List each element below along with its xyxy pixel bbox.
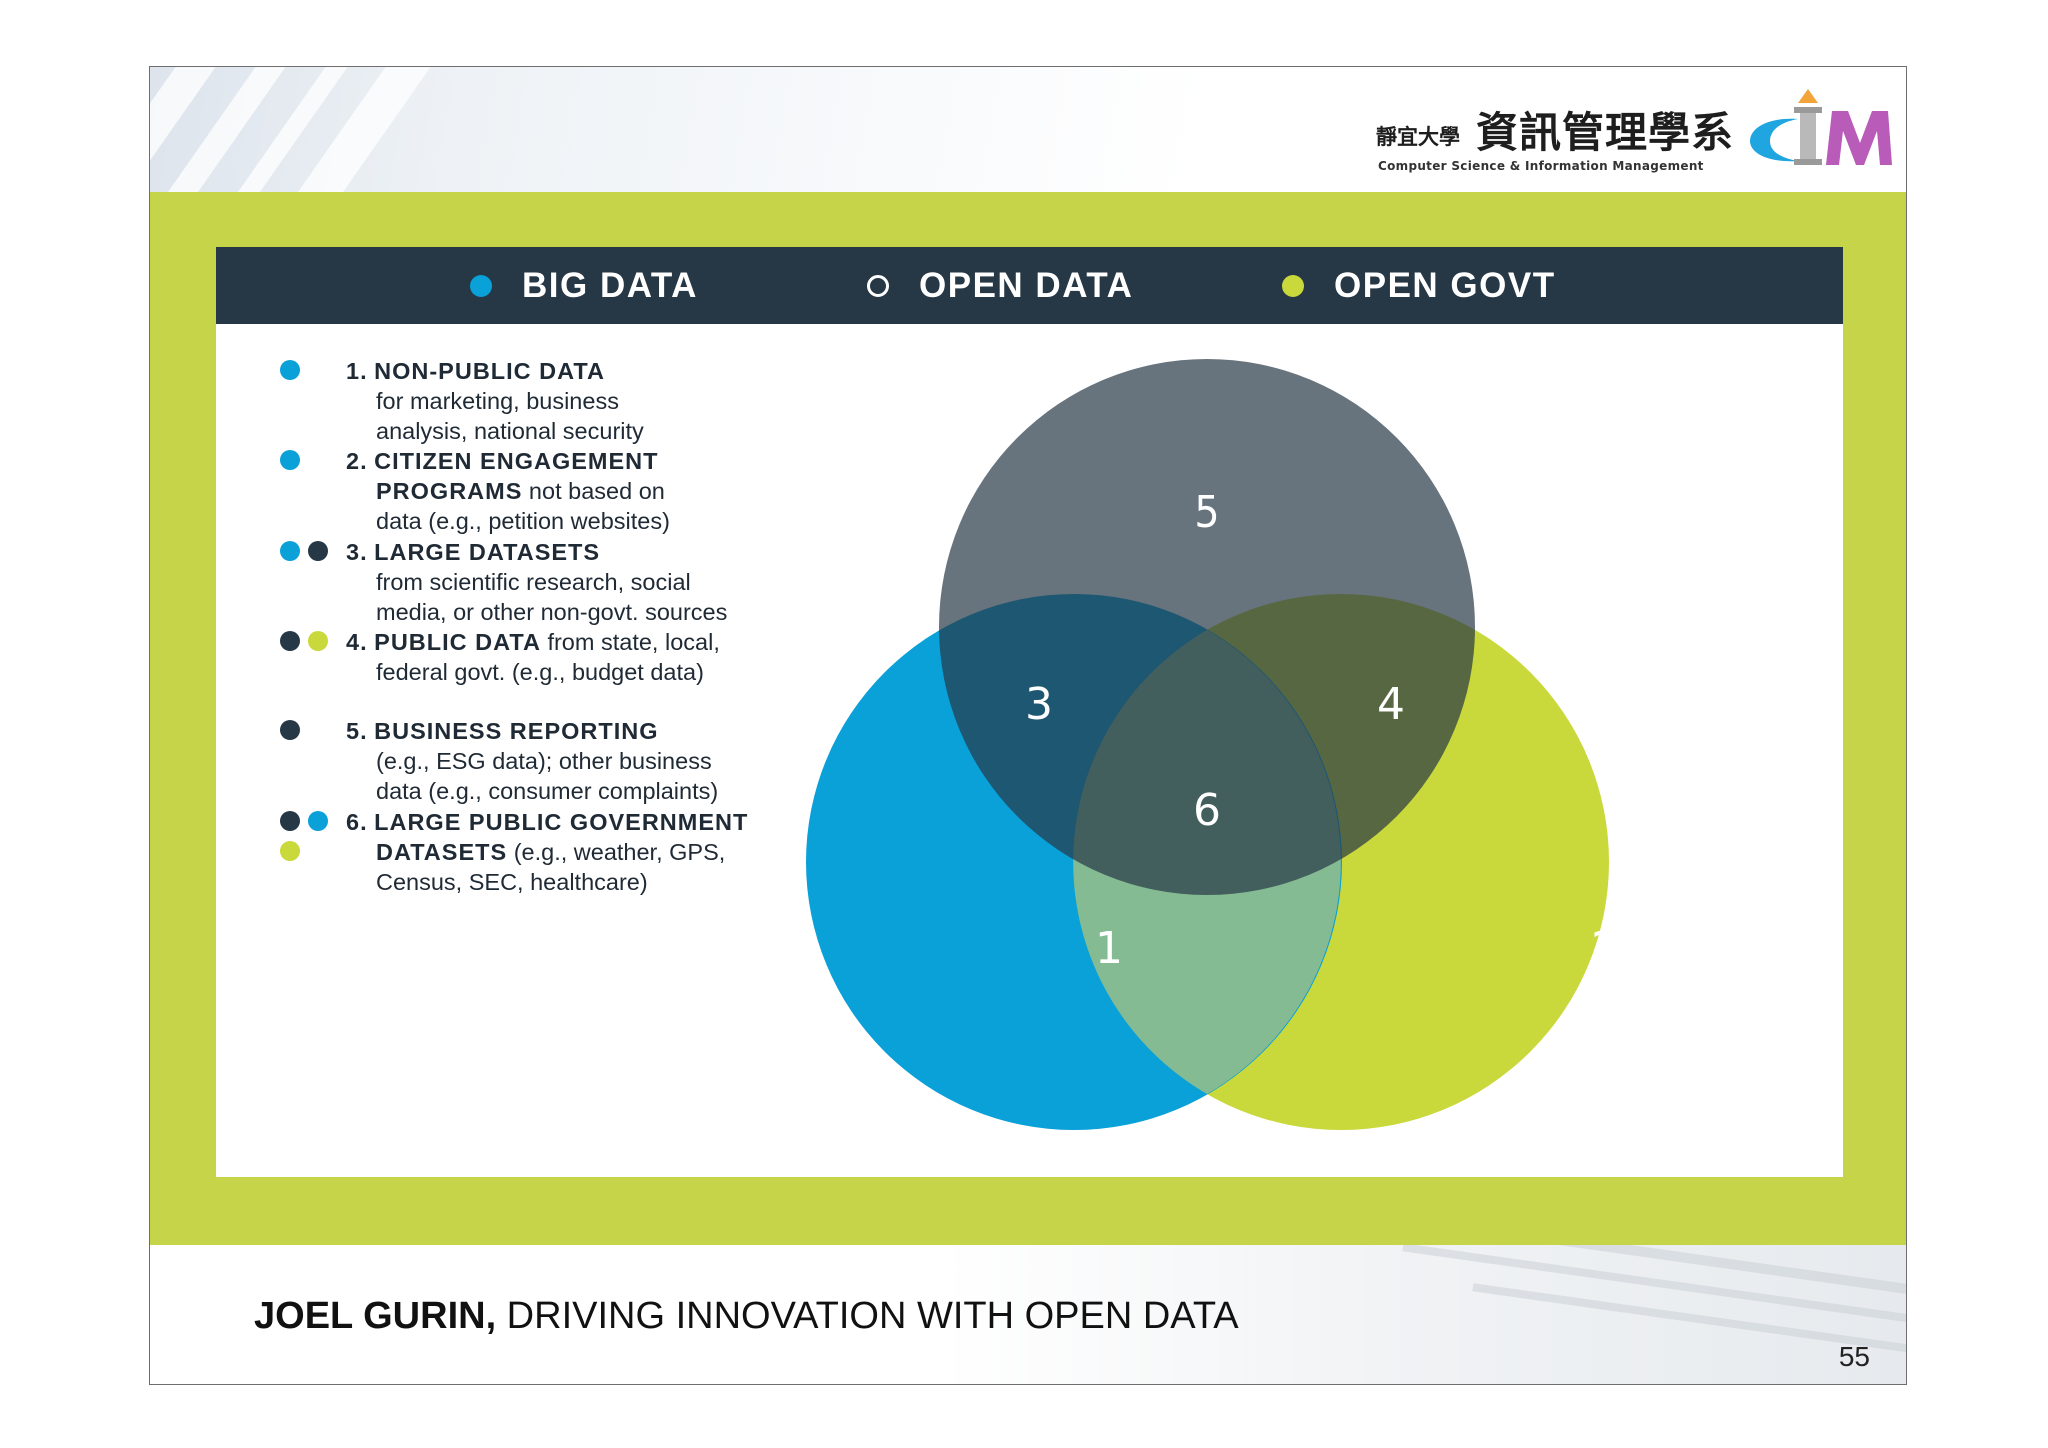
slide: 靜宜大學 資訊管理學系 Computer Science & Informati…: [149, 66, 1907, 1385]
item-title: LARGE DATASETS: [374, 539, 601, 565]
region-label: 3: [1025, 679, 1053, 730]
item-number: 2.: [346, 448, 368, 474]
department-logo: 靜宜大學 資訊管理學系 Computer Science & Informati…: [1376, 81, 1896, 181]
item-line: from scientific research, social: [376, 569, 691, 595]
item-line: media, or other non-govt. sources: [376, 599, 728, 625]
item-title: BUSINESS REPORTING: [374, 718, 659, 744]
item-line: analysis, national security: [376, 418, 644, 444]
legend-item-big-data: BIG DATA: [470, 247, 698, 324]
logo-department-english: Computer Science & Information Managemen…: [1378, 159, 1704, 173]
source-citation: JOEL GURIN, DRIVING INNOVATION WITH OPEN…: [254, 1295, 1239, 1338]
item-number: 6.: [346, 809, 368, 835]
item-title: NON-PUBLIC DATA: [374, 358, 605, 384]
venn-diagram: 5 3 4 6 1 2: [806, 359, 1619, 1130]
item-number: 3.: [346, 539, 368, 565]
page-number: 55: [1838, 1341, 1870, 1372]
item-title: CITIZEN ENGAGEMENT: [374, 448, 659, 474]
open-govt-marker-icon: [1282, 274, 1304, 297]
region-label: 5: [1194, 487, 1219, 538]
open-data-marker-icon: [867, 274, 889, 297]
item-title-continued: DATASETS: [376, 839, 508, 865]
region-label: 2: [1591, 923, 1619, 974]
item-line: for marketing, business: [376, 388, 619, 414]
open-data-dot-icon: [280, 631, 300, 651]
item-line: data (e.g., consumer complaints): [376, 778, 719, 804]
infographic-card: BIG DATA OPEN DATA OPEN GOVT 1. N: [216, 247, 1843, 1177]
big-data-dot-icon: [280, 541, 300, 561]
open-data-circle: [939, 359, 1475, 895]
open-govt-dot-icon: [308, 631, 328, 651]
im-logo-icon: [1750, 89, 1892, 165]
region-label: 4: [1377, 679, 1405, 730]
legend-item-open-govt: OPEN GOVT: [1282, 247, 1556, 324]
item-number: 4.: [346, 629, 368, 655]
item-text: (e.g., weather, GPS,: [507, 839, 726, 865]
item-line: (e.g., ESG data); other business: [376, 748, 712, 774]
item-text: from state, local,: [540, 629, 720, 655]
open-data-dot-icon: [280, 811, 300, 831]
big-data-dot-icon: [280, 450, 300, 470]
citation-author: JOEL GURIN,: [254, 1295, 497, 1337]
big-data-dot-icon: [308, 811, 328, 831]
item-line: federal govt. (e.g., budget data): [376, 659, 704, 685]
item-title: PUBLIC DATA: [374, 629, 541, 655]
legend-bar: BIG DATA OPEN DATA OPEN GOVT: [216, 247, 1843, 324]
slide-footer: JOEL GURIN, DRIVING INNOVATION WITH OPEN…: [150, 1245, 1906, 1384]
item-line: data (e.g., petition websites): [376, 508, 670, 534]
legend-label: BIG DATA: [522, 265, 698, 305]
slide-header: 靜宜大學 資訊管理學系 Computer Science & Informati…: [150, 67, 1906, 192]
logo-university-name: 靜宜大學: [1376, 125, 1460, 149]
region-label: 1: [1095, 923, 1123, 974]
legend-item-open-data: OPEN DATA: [867, 247, 1133, 324]
item-line: Census, SEC, healthcare): [376, 869, 648, 895]
region-label: 6: [1193, 785, 1221, 836]
item-text: not based on: [522, 478, 665, 504]
item-title: LARGE PUBLIC GOVERNMENT: [374, 809, 749, 835]
item-title-continued: PROGRAMS: [376, 478, 523, 504]
logo-department-name: 資訊管理學系: [1476, 108, 1735, 157]
open-govt-dot-icon: [280, 841, 300, 861]
open-data-dot-icon: [308, 541, 328, 561]
legend-label: OPEN DATA: [919, 265, 1134, 305]
big-data-marker-icon: [470, 274, 492, 297]
item-number: 1.: [346, 358, 368, 384]
item-number: 5.: [346, 718, 368, 744]
header-backdrop-beam: [287, 67, 438, 192]
citation-title: DRIVING INNOVATION WITH OPEN DATA: [496, 1295, 1239, 1337]
legend-label: OPEN GOVT: [1334, 265, 1556, 305]
green-frame: BIG DATA OPEN DATA OPEN GOVT 1. N: [150, 192, 1906, 1245]
big-data-dot-icon: [280, 360, 300, 380]
open-data-dot-icon: [280, 720, 300, 740]
